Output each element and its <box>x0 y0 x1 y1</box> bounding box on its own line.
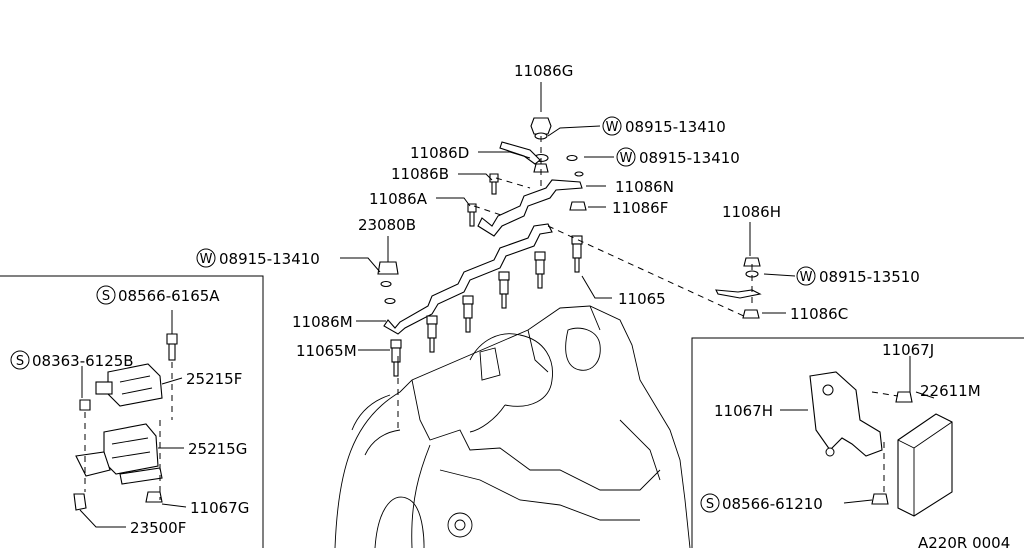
reference-lines <box>397 136 753 430</box>
label-11086M: 11086M <box>292 313 353 331</box>
right-inset-parts <box>780 356 953 517</box>
washer-symbol-w1: W <box>602 116 622 136</box>
label-11065M: 11065M <box>296 342 357 360</box>
label-23080B: 23080B <box>358 216 416 234</box>
leader-lines <box>340 82 796 351</box>
svg-text:W: W <box>200 252 213 267</box>
svg-text:W: W <box>800 270 813 285</box>
label-11086G: 11086G <box>514 62 573 80</box>
washer-symbol-w2: W <box>616 147 636 167</box>
svg-text:S: S <box>102 289 110 304</box>
left-inset-frame <box>0 275 264 548</box>
label-11067G: 11067G <box>190 499 249 517</box>
label-11086N: 11086N <box>615 178 674 196</box>
label-11067J: 11067J <box>882 341 934 359</box>
svg-text:W: W <box>620 151 633 166</box>
label-23500F: 23500F <box>130 519 186 537</box>
label-11086A: 11086A <box>369 190 428 208</box>
glow-plug-set <box>390 235 583 377</box>
label-25215G: 25215G <box>188 440 247 458</box>
label-08915-13410-b: 08915-13410 <box>639 149 740 167</box>
right-inset-frame <box>691 337 1024 548</box>
svg-text:W: W <box>606 120 619 135</box>
label-11086B: 11086B <box>391 165 449 183</box>
label-11067H: 11067H <box>714 402 773 420</box>
screw-symbol-s2: S <box>10 350 30 370</box>
label-11086H: 11086H <box>722 203 781 221</box>
label-11086C: 11086C <box>790 305 848 323</box>
label-08915-13410-c: 08915-13410 <box>219 250 320 268</box>
label-11065: 11065 <box>618 290 666 308</box>
label-08915-13510: 08915-13510 <box>819 268 920 286</box>
screw-symbol-s1: S <box>96 285 116 305</box>
label-08566-61210: 08566-61210 <box>722 495 823 513</box>
engine-block <box>334 305 691 549</box>
connecting-plate-upper <box>477 179 583 237</box>
label-08566-6165A: 08566-6165A <box>118 287 220 305</box>
label-22611M: 22611M <box>920 382 981 400</box>
left-inset-parts <box>73 310 187 528</box>
washer-symbol-w4: W <box>796 266 816 286</box>
svg-text:S: S <box>16 354 24 369</box>
label-08915-13410-a: 08915-13410 <box>625 118 726 136</box>
label-11086D: 11086D <box>410 144 469 162</box>
screw-symbol-s3: S <box>700 493 720 513</box>
diagram-code: A220R 0004 <box>918 534 1010 552</box>
svg-text:S: S <box>706 497 714 512</box>
plate-strip-11086D <box>499 141 541 165</box>
label-11086F: 11086F <box>612 199 668 217</box>
label-08363-6125B: 08363-6125B <box>32 352 134 370</box>
connecting-plate-11086M <box>383 223 553 335</box>
washer-symbol-w3: W <box>196 248 216 268</box>
label-25215F: 25215F <box>186 370 242 388</box>
